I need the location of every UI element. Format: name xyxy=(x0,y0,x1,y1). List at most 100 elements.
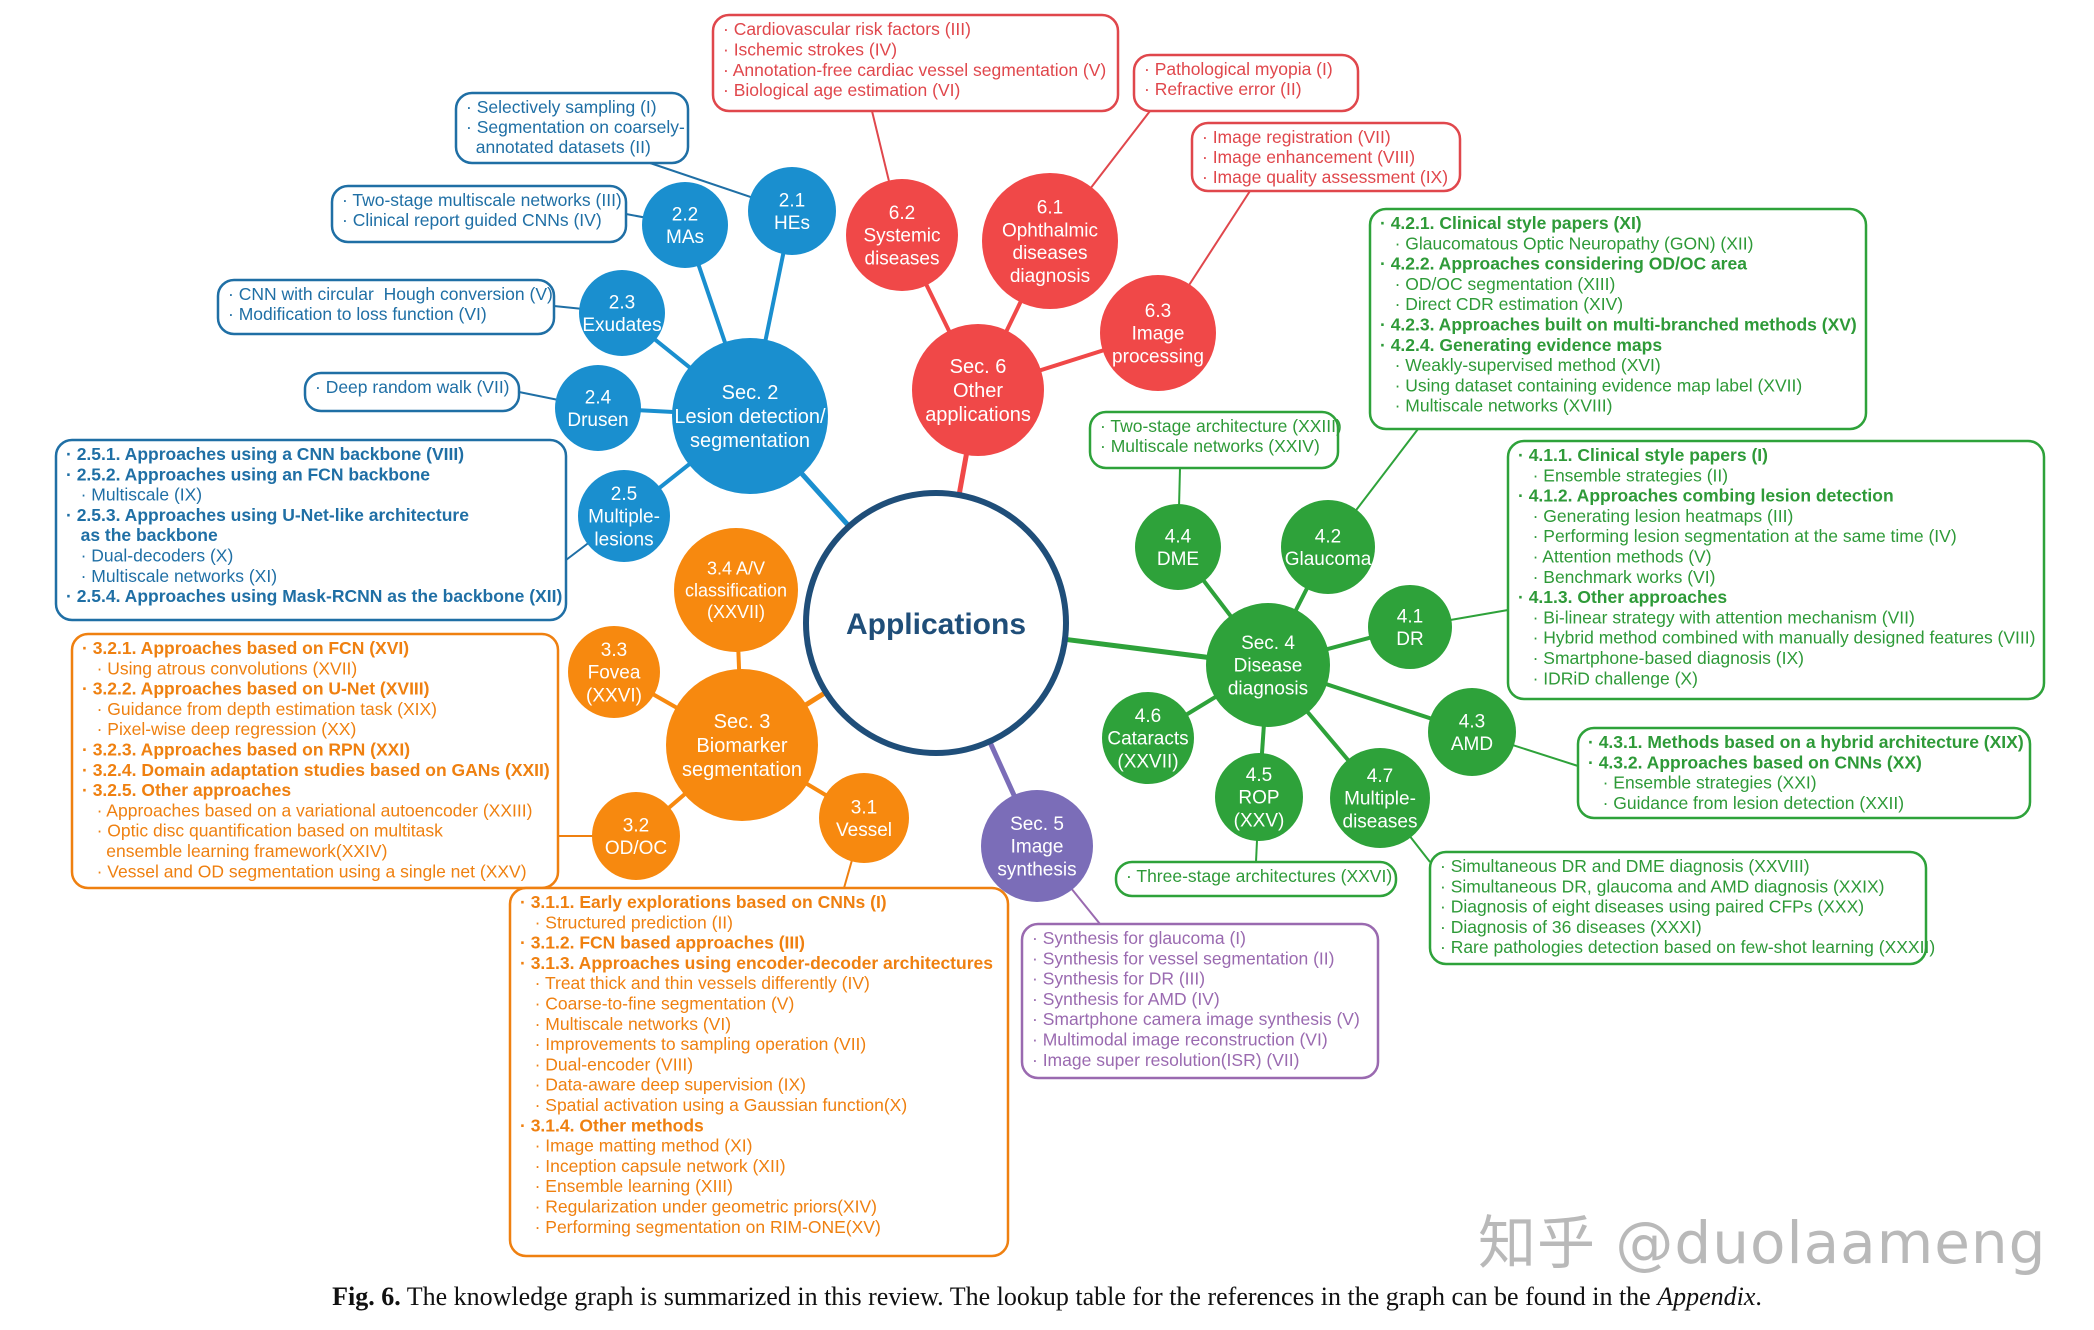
section-sec3-circle xyxy=(666,669,818,821)
box-line: · Multiscale networks (XVIII) xyxy=(1380,396,1612,416)
box-frame xyxy=(1114,860,1398,898)
box-line: · Cardiovascular risk factors (III) xyxy=(723,19,971,39)
box-line: · 3.2.5. Other approaches xyxy=(82,780,291,800)
node-n62-label: diseases xyxy=(865,248,940,269)
box-line: · Weakly-supervised method (XVI) xyxy=(1380,355,1661,375)
node-n62-label: 6.2 xyxy=(889,203,915,224)
box-line: · Improvements to sampling operation (VI… xyxy=(520,1034,866,1054)
node-n61-circle xyxy=(982,173,1118,309)
center-label: Applications xyxy=(846,608,1026,641)
section-sec2-label: segmentation xyxy=(690,430,810,452)
box-line: · 3.1.3. Approaches using encoder-decode… xyxy=(520,953,993,973)
watermark: 知乎 @duolaameng xyxy=(1478,1209,2047,1277)
box-b25: · 2.5.1. Approaches using a CNN backbone… xyxy=(54,438,568,622)
box-line: · Performing lesion segmentation at the … xyxy=(1518,526,1957,546)
section-sec6-label: Other xyxy=(953,380,1003,402)
box-line: · Refractive error (II) xyxy=(1144,79,1302,99)
node-n25-label: lesions xyxy=(594,529,653,550)
section-sec3-label: segmentation xyxy=(682,759,802,781)
box-line: · IDRiD challenge (X) xyxy=(1518,668,1698,688)
box-frame xyxy=(330,184,628,244)
box-line: · Synthesis for vessel segmentation (II) xyxy=(1032,948,1334,968)
box-line: · Annotation-free cardiac vessel segment… xyxy=(723,60,1106,80)
box-line: · Structured prediction (II) xyxy=(520,912,733,932)
node-n42-label: 4.2 xyxy=(1315,526,1341,547)
node-n63-label: Image xyxy=(1132,324,1185,345)
node-n23-label: Exudates xyxy=(582,315,661,336)
box-frame xyxy=(1020,922,1380,1080)
box-line: · 3.1.2. FCN based approaches (III) xyxy=(520,933,805,953)
box-b42: · 4.2.1. Clinical style papers (XI) · Gl… xyxy=(1368,207,1868,431)
box-line: · Guidance from depth estimation task (X… xyxy=(82,699,437,719)
box-line: · Inception capsule network (XII) xyxy=(520,1156,786,1176)
box-line: · Two-stage multiscale networks (III) xyxy=(342,190,622,210)
center-circle xyxy=(803,490,1069,756)
box-line: · Biological age estimation (VI) xyxy=(723,80,960,100)
box-line: · 4.2.3. Approaches built on multi-branc… xyxy=(1380,315,1857,335)
node-n44-circle xyxy=(1135,504,1221,590)
node-n46-label: 4.6 xyxy=(1135,706,1161,727)
box-b21: · Selectively sampling (I)· Segmentation… xyxy=(454,91,690,165)
box-frame xyxy=(1088,410,1340,470)
box-b31: · 3.1.1. Early explorations based on CNN… xyxy=(508,886,1010,1258)
box-line: · Modification to loss function (VI) xyxy=(228,304,487,324)
box-line: · Diagnosis of 36 diseases (XXXI) xyxy=(1440,917,1702,937)
box-line: · Glaucomatous Optic Neuropathy (GON) (X… xyxy=(1380,233,1753,253)
box-line: · Segmentation on coarsely- xyxy=(466,117,685,137)
box-line: · Image registration (VII) xyxy=(1202,127,1391,147)
node-n34-label: (XXVII) xyxy=(707,602,765,622)
node-n47-label: Multiple- xyxy=(1344,789,1416,810)
box-line: · Image enhancement (VIII) xyxy=(1202,147,1415,167)
node-n43-circle xyxy=(1428,688,1516,776)
box-frame xyxy=(1506,439,2046,701)
section-sec5-label: synthesis xyxy=(997,859,1076,880)
box-line: · Benchmark works (VI) xyxy=(1518,567,1715,587)
box-line: · 4.1.2. Approaches combing lesion detec… xyxy=(1518,486,1894,506)
node-n61-label: Ophthalmic xyxy=(1002,220,1098,241)
section-sec4-circle xyxy=(1206,603,1330,727)
box-line: · Smartphone-based diagnosis (IX) xyxy=(1518,648,1804,668)
reference-boxes: · Selectively sampling (I)· Segmentation… xyxy=(54,13,2046,1258)
caption-italic: Appendix xyxy=(1657,1282,1756,1311)
node-n45-label: 4.5 xyxy=(1246,765,1272,786)
box-b22: · Two-stage multiscale networks (III)· C… xyxy=(330,184,628,244)
node-n21-label: 2.1 xyxy=(779,190,805,211)
caption-text: The knowledge graph is summarized in thi… xyxy=(400,1282,1658,1311)
node-n34-label: classification xyxy=(685,580,787,600)
box-line: · Three-stage architectures (XXVI) xyxy=(1126,866,1392,886)
node-n24-label: 2.4 xyxy=(585,387,612,408)
box-line: · Multiscale networks (XXIV) xyxy=(1100,436,1320,456)
box-frame xyxy=(54,438,568,622)
caption-end: . xyxy=(1755,1282,1762,1311)
box-line: · 4.3.1. Methods based on a hybrid archi… xyxy=(1588,732,2024,752)
node-n33-label: (XXVI) xyxy=(586,685,642,706)
box-frame xyxy=(508,886,1010,1258)
box-line: · 3.2.2. Approaches based on U-Net (XVII… xyxy=(82,679,429,699)
box-b24: · Deep random walk (VII) xyxy=(303,371,521,413)
box-line: · Rare pathologies detection based on fe… xyxy=(1440,937,1935,957)
box-b44: · Two-stage architecture (XXIII)· Multis… xyxy=(1088,410,1342,470)
node-n45-label: ROP xyxy=(1238,788,1279,809)
box-line: · Pathological myopia (I) xyxy=(1144,59,1333,79)
node-n46-circle xyxy=(1102,692,1194,784)
section-sec4-label: diagnosis xyxy=(1228,678,1308,699)
box-b61: · Pathological myopia (I)· Refractive er… xyxy=(1132,53,1360,113)
box-line: · Optic disc quantification based on mul… xyxy=(82,821,443,841)
box-line: · 2.5.1. Approaches using a CNN backbone… xyxy=(66,444,464,464)
section-sec3-label: Sec. 3 xyxy=(714,711,771,733)
node-n31-circle xyxy=(819,773,909,863)
box-line: · 4.1.3. Other approaches xyxy=(1518,587,1727,607)
